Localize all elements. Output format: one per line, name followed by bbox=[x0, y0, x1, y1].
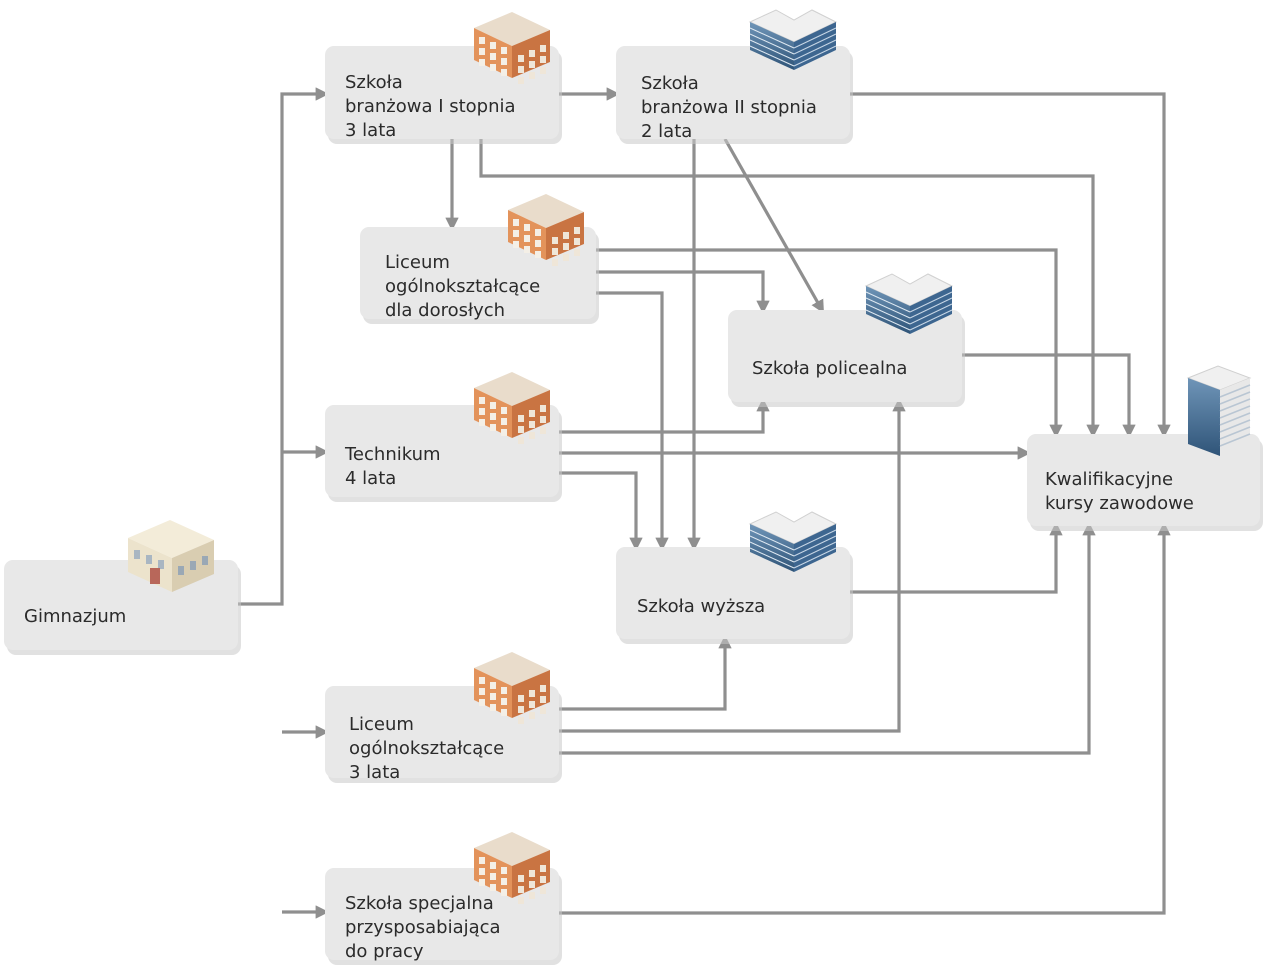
arrow-line bbox=[238, 87, 330, 606]
arrow-branzowa2-to-policealna bbox=[723, 138, 824, 314]
icons-layer bbox=[128, 9, 1252, 904]
node-label-line: do pracy bbox=[345, 941, 424, 962]
node-label-line: Liceum bbox=[349, 714, 414, 735]
node-label-line: Szkoła bbox=[641, 73, 699, 94]
node-label-line: Liceum bbox=[385, 252, 450, 273]
node-label-line: Szkoła wyższa bbox=[637, 596, 765, 617]
edges-layer bbox=[238, 87, 1171, 919]
node-policealna: Szkoła policealna bbox=[728, 310, 965, 407]
brick-building-icon bbox=[508, 194, 584, 266]
node-label-line: 4 lata bbox=[345, 468, 396, 489]
node-label-line: branżowa I stopnia bbox=[345, 96, 516, 117]
arrow-liceum_dorosli-to-wyzsza bbox=[596, 291, 669, 552]
arrow-line bbox=[559, 397, 770, 434]
arrow-line bbox=[559, 521, 1096, 755]
arrow-technikum-to-policealna bbox=[559, 397, 770, 434]
arrow-line bbox=[596, 291, 669, 552]
arrow-specjalna-to-kursy bbox=[559, 521, 1171, 915]
node-label-line: przysposabiająca bbox=[345, 917, 501, 938]
glass-office-building-icon bbox=[748, 511, 838, 572]
node-branzowa2: Szkoła branżowa II stopnia 2 lata bbox=[616, 46, 853, 144]
node-label-line: dla dorosłych bbox=[385, 300, 505, 321]
node-label: Szkoła specjalna przysposabiająca do pracy bbox=[345, 893, 501, 962]
arrow-liceum_dorosli-to-kursy bbox=[596, 248, 1063, 439]
arrow-gimnazjum-to-branzowa1 bbox=[238, 87, 330, 606]
arrow-line bbox=[559, 471, 643, 552]
node-label-line: ogólnokształcące bbox=[349, 738, 504, 759]
arrow-wyzsza-to-kursy bbox=[850, 521, 1063, 594]
node-label: Szkoła wyższa bbox=[637, 596, 765, 617]
node-label-line: Szkoła policealna bbox=[752, 358, 907, 379]
node-card bbox=[728, 310, 962, 402]
glass-office-building-icon bbox=[748, 9, 838, 70]
arrow-branzowa1-to-kursy bbox=[479, 139, 1100, 439]
glass-office-building-icon bbox=[864, 273, 954, 334]
arrow-policealna-to-kursy bbox=[962, 353, 1136, 439]
node-label-line: 3 lata bbox=[349, 762, 400, 783]
node-label: Szkoła branżowa II stopnia 2 lata bbox=[641, 73, 817, 142]
node-label-line: Gimnazjum bbox=[24, 606, 126, 627]
node-label-line: 3 lata bbox=[345, 120, 396, 141]
node-label: Gimnazjum bbox=[24, 606, 126, 627]
node-label-line: Szkoła bbox=[345, 72, 403, 93]
arrow-branzowa2-to-kursy bbox=[850, 92, 1171, 439]
node-label: Liceum ogólnokształcące dla dorosłych bbox=[385, 252, 540, 321]
arrow-line bbox=[479, 139, 1100, 439]
brick-building-icon bbox=[474, 372, 550, 444]
arrow-liceum-to-kursy bbox=[559, 521, 1096, 755]
arrow-line bbox=[596, 248, 1063, 439]
node-card bbox=[1027, 434, 1260, 526]
tower-building-icon bbox=[1186, 365, 1252, 456]
brick-building-icon bbox=[474, 832, 550, 904]
brick-building-icon bbox=[474, 12, 550, 84]
node-label-line: 2 lata bbox=[641, 121, 692, 142]
node-label: Szkoła policealna bbox=[752, 358, 907, 379]
arrow-line bbox=[559, 521, 1171, 915]
arrow-line bbox=[559, 634, 732, 711]
node-label-line: branżowa II stopnia bbox=[641, 97, 817, 118]
node-label-line: Technikum bbox=[344, 444, 441, 465]
arrow-line bbox=[962, 353, 1136, 439]
node-kursy: Kwalifikacyjne kursy zawodowe bbox=[1027, 434, 1263, 531]
node-label-line: kursy zawodowe bbox=[1045, 493, 1194, 514]
node-label: Szkoła branżowa I stopnia 3 lata bbox=[345, 72, 516, 141]
arrow-line bbox=[850, 92, 1171, 439]
classic-building-icon bbox=[128, 520, 214, 592]
arrow-line bbox=[723, 138, 824, 314]
node-label: Technikum 4 lata bbox=[344, 444, 441, 489]
node-label-line: ogólnokształcące bbox=[385, 276, 540, 297]
brick-building-icon bbox=[474, 652, 550, 724]
node-label-line: Szkoła specjalna bbox=[345, 893, 494, 914]
arrow-line bbox=[559, 397, 906, 733]
arrow-technikum-to-wyzsza bbox=[559, 471, 643, 552]
arrow-liceum-to-policealna bbox=[559, 397, 906, 733]
node-label: Kwalifikacyjne kursy zawodowe bbox=[1045, 469, 1194, 514]
node-label: Liceum ogólnokształcące 3 lata bbox=[349, 714, 504, 783]
arrow-line bbox=[850, 521, 1063, 594]
node-card bbox=[616, 46, 850, 139]
node-wyzsza: Szkoła wyższa bbox=[616, 547, 853, 644]
arrow-liceum-to-wyzsza bbox=[559, 634, 732, 711]
node-label-line: Kwalifikacyjne bbox=[1045, 469, 1173, 490]
arrow-line bbox=[596, 270, 770, 315]
arrow-liceum_dorosli-to-policealna bbox=[596, 270, 770, 315]
